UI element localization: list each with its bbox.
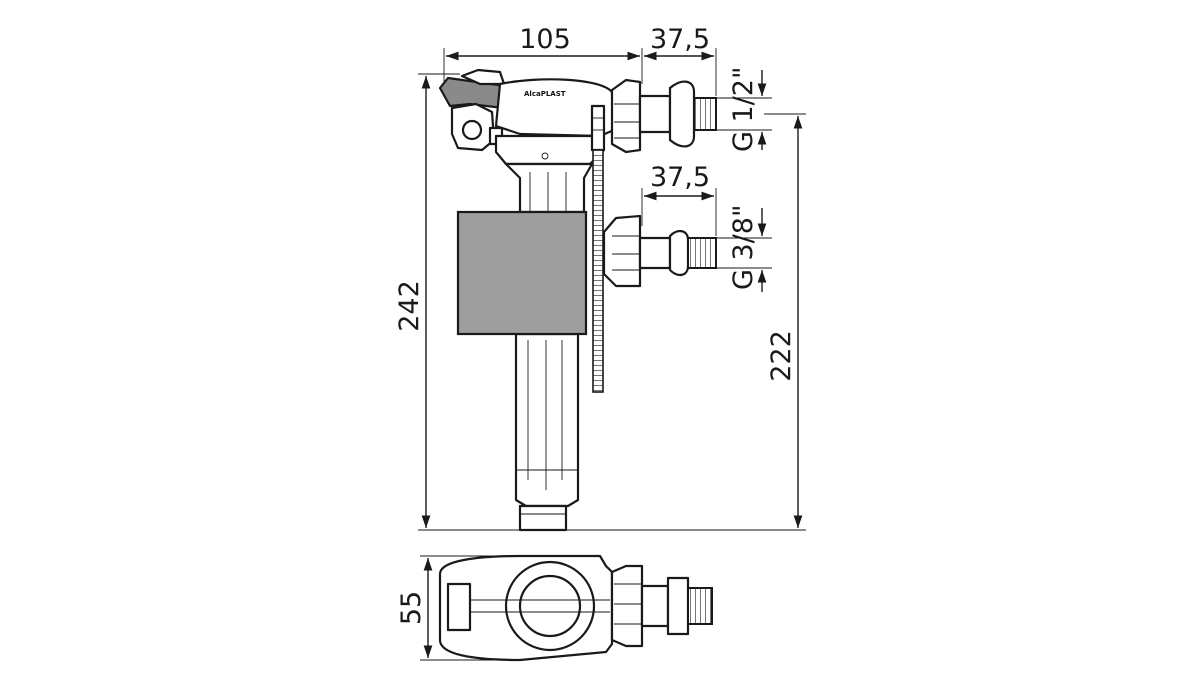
- side-inlet-connector: [602, 214, 717, 288]
- brand-logo: AlcaPLAST: [524, 90, 566, 98]
- dimension-label-37-5-top: 37,5: [650, 24, 710, 55]
- thread-label-g-three-eighths: G 3/8": [728, 205, 759, 290]
- dimension-label-105: 105: [519, 24, 571, 55]
- dimension-bottom-depth: 55: [396, 555, 520, 661]
- dimension-total-height: 242: [394, 73, 520, 531]
- float-box: [456, 210, 588, 336]
- thread-label-g-half: G 1/2": [728, 67, 759, 152]
- dimension-label-37-5-mid: 37,5: [650, 162, 710, 193]
- dimension-thread-three-eighths: G 3/8": [716, 205, 772, 292]
- dimension-mid-offset: 37,5: [641, 162, 717, 236]
- dimension-thread-half-inch: G 1/2": [716, 67, 772, 152]
- dimension-label-222: 222: [766, 330, 797, 382]
- dimension-top-width: 105: [443, 24, 643, 84]
- dimension-label-242: 242: [394, 280, 425, 332]
- valve-head: AlcaPLAST: [438, 68, 717, 166]
- dimension-label-55: 55: [396, 591, 427, 625]
- adjustment-rod: [590, 104, 606, 393]
- dimension-inlet-height: 222: [566, 113, 806, 531]
- valve-stem: [504, 162, 594, 532]
- plan-view: [438, 554, 713, 662]
- dimension-top-offset: 37,5: [644, 24, 717, 96]
